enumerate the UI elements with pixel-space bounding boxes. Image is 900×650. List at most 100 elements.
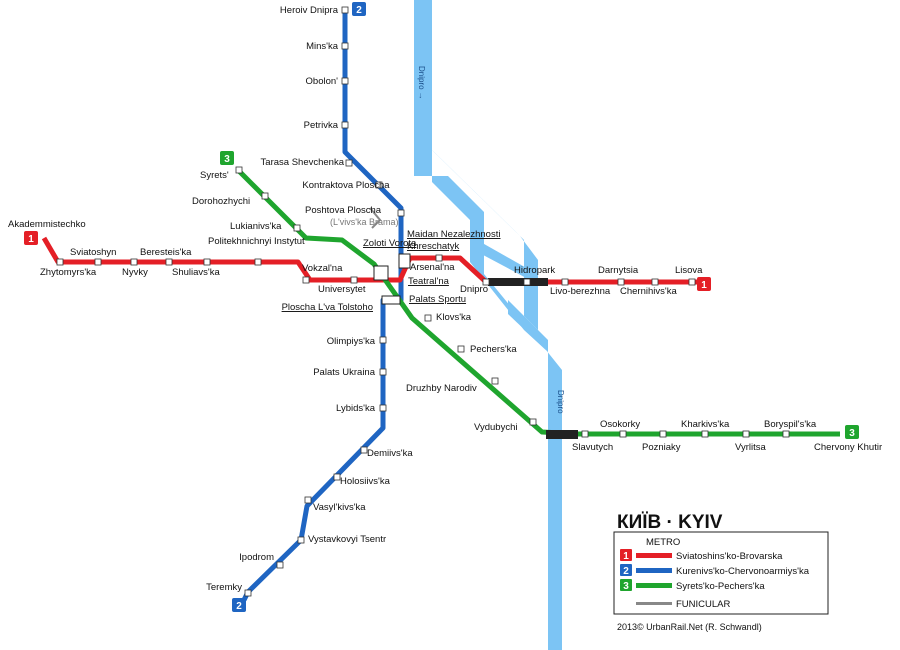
station-label-slavutych[interactable]: Slavutych	[572, 442, 613, 453]
station-label-klovska[interactable]: Klovs'ka	[436, 312, 472, 323]
station-marker	[617, 278, 625, 286]
legend-line-2: Kurenivs'ko-Chervonoarmiys'ka	[676, 566, 810, 577]
svg-text:3: 3	[224, 154, 230, 165]
station-marker	[424, 314, 432, 322]
river-main-channel	[414, 0, 562, 650]
station-label-arsenalna[interactable]: Arsenal'na	[410, 262, 455, 273]
station-marker	[341, 121, 349, 129]
legend: METRO 1 Sviatoshins'ko-Brovarska 2 Kuren…	[613, 531, 829, 615]
station-marker	[360, 446, 368, 454]
station-label-pozniaky[interactable]: Pozniaky	[642, 442, 681, 453]
station-label-petrivka[interactable]: Petrivka	[304, 120, 339, 131]
station-marker	[254, 258, 262, 266]
station-marker	[203, 258, 211, 266]
stations-red: Akademmistechko Zhytomyrs'ka Sviatoshyn …	[8, 219, 703, 297]
badge-1-east: 1	[697, 277, 711, 291]
station-marker	[742, 430, 750, 438]
station-label-kharkivska[interactable]: Kharkivs'ka	[681, 419, 730, 430]
station-label-vokzalna[interactable]: Vokzal'na	[302, 263, 343, 274]
station-label-teatralna[interactable]: Teatral'na	[408, 276, 450, 287]
station-label-osokorky[interactable]: Osokorky	[600, 419, 640, 430]
station-label-olimpiyska[interactable]: Olimpiys'ka	[327, 336, 376, 347]
station-marker	[293, 224, 301, 232]
station-marker	[659, 430, 667, 438]
station-label-politekhnichnyi[interactable]: Politekhnichnyi Instytut	[208, 236, 305, 247]
station-label-zhytomyrska[interactable]: Zhytomyrs'ka	[40, 267, 97, 278]
station-marker	[304, 496, 312, 504]
funicular-line	[369, 207, 382, 229]
station-label-lukianivska[interactable]: Lukianivs'ka	[230, 221, 282, 232]
station-marker	[435, 254, 443, 262]
station-label-syrets[interactable]: Syrets'	[200, 170, 229, 181]
station-label-palats-ukraina[interactable]: Palats Ukraina	[313, 367, 375, 378]
station-label-hidropark[interactable]: Hidropark	[514, 265, 555, 276]
legend-line-3: Syrets'ko-Pechers'ka	[676, 581, 765, 592]
station-marker	[341, 77, 349, 85]
funicular-station-note: (L'vivs'ka Brama)	[330, 217, 398, 227]
badge-3-east: 3	[845, 425, 859, 439]
station-marker	[379, 404, 387, 412]
station-marker	[457, 345, 465, 353]
station-label-pecherska[interactable]: Pechers'ka	[470, 344, 517, 355]
station-marker	[379, 336, 387, 344]
station-label-nyvky[interactable]: Nyvky	[122, 267, 148, 278]
map-title: КИЇВ · KYIV	[617, 512, 723, 533]
station-label-universytet[interactable]: Universytet	[318, 284, 366, 295]
station-marker	[491, 377, 499, 385]
station-label-sviatoshyn[interactable]: Sviatoshyn	[70, 247, 116, 258]
station-label-demiivska[interactable]: Demiivs'ka	[367, 448, 413, 459]
station-marker	[397, 209, 405, 217]
station-label-vydubychi[interactable]: Vydubychi	[474, 422, 517, 433]
station-label-ipodrom[interactable]: Ipodrom	[239, 552, 274, 563]
station-label-heroiv-dnipra[interactable]: Heroiv Dnipra	[280, 5, 339, 16]
station-label-chernihivska[interactable]: Chernihivs'ka	[620, 286, 677, 297]
station-label-obolon[interactable]: Obolon'	[306, 76, 339, 87]
station-label-poshtova[interactable]: Poshtova Ploscha	[305, 205, 382, 216]
station-marker	[782, 430, 790, 438]
station-label-druzhby-narodiv[interactable]: Druzhby Narodiv	[406, 383, 477, 394]
svg-text:1: 1	[623, 551, 629, 562]
station-label-boryspilska[interactable]: Boryspil's'ka	[764, 419, 817, 430]
legend-funicular: FUNICULAR	[676, 599, 731, 610]
station-label-palats-sportu[interactable]: Palats Sportu	[409, 294, 466, 305]
river-branch	[470, 236, 530, 280]
transfer-hub-tolstoho-palats	[381, 295, 401, 305]
station-label-zoloti-vorota[interactable]: Zoloti Vorota	[363, 238, 417, 249]
station-marker	[333, 473, 341, 481]
station-label-lisova[interactable]: Lisova	[675, 265, 703, 276]
station-label-darnytsia[interactable]: Darnytsia	[598, 265, 639, 276]
station-label-chervony-khutir[interactable]: Chervony Khutir	[814, 442, 882, 453]
station-label-holosiivska[interactable]: Holosiivs'ka	[340, 476, 391, 487]
station-label-vystavkovyi[interactable]: Vystavkovyi Tsentr	[308, 534, 386, 545]
dnipro-river	[414, 0, 562, 650]
station-label-khreschatyk[interactable]: Khreschatyk	[407, 241, 460, 252]
station-label-beresteiska[interactable]: Beresteis'ka	[140, 247, 192, 258]
bridge-metro-south	[546, 430, 578, 439]
river-side-channel	[430, 148, 538, 330]
station-marker	[561, 278, 569, 286]
station-label-vyrlitsa[interactable]: Vyrlitsa	[735, 442, 767, 453]
station-label-maidan[interactable]: Maidan Nezalezhnosti	[407, 229, 500, 240]
station-label-vasylkivska[interactable]: Vasyl'kivs'ka	[313, 502, 366, 513]
station-label-akademmistechko[interactable]: Akademmistechko	[8, 219, 86, 230]
station-marker	[375, 181, 383, 189]
stations-green: Syrets' Dorohozhychi Lukianivs'ka Zoloti…	[192, 166, 882, 453]
station-marker	[235, 166, 243, 174]
transfer-hub-maidan-khreschatyk	[398, 253, 411, 269]
station-label-lybidska[interactable]: Lybids'ka	[336, 403, 376, 414]
station-label-tarasa-shevchenka[interactable]: Tarasa Shevchenka	[261, 157, 345, 168]
station-marker	[619, 430, 627, 438]
station-marker	[130, 258, 138, 266]
station-label-tolstoho[interactable]: Ploscha L'va Tolstoho	[282, 302, 373, 313]
station-label-teremky[interactable]: Teremky	[206, 582, 242, 593]
legend-funicular-swatch	[636, 602, 672, 605]
station-label-dorohozhychi[interactable]: Dorohozhychi	[192, 196, 250, 207]
station-marker	[379, 368, 387, 376]
station-label-kontraktova[interactable]: Kontraktova Ploscha	[302, 180, 390, 191]
station-label-shuliavska[interactable]: Shuliavs'ka	[172, 267, 220, 278]
station-marker	[523, 278, 531, 286]
station-label-dnipro[interactable]: Dnipro	[460, 284, 488, 295]
station-label-minska[interactable]: Mins'ka	[306, 41, 339, 52]
station-label-livoberezhna[interactable]: Livo-berezhna	[550, 286, 611, 297]
